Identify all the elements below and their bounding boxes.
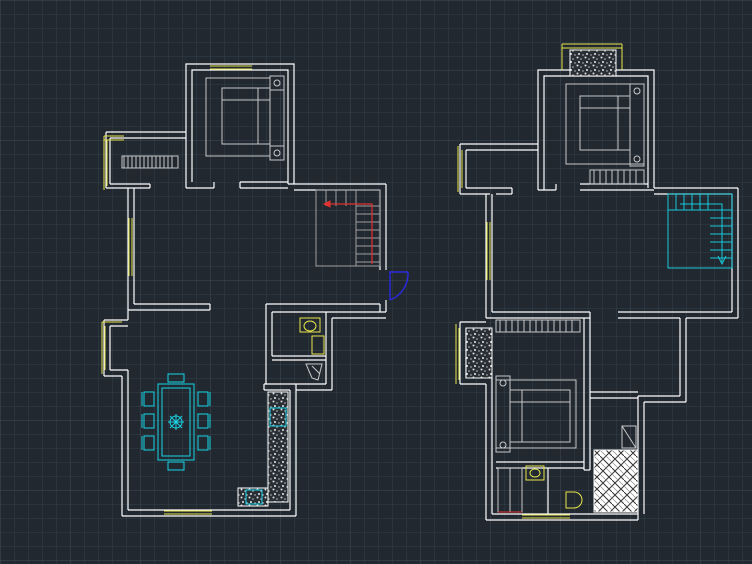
bed-icon <box>565 83 645 185</box>
upper-floor-plan <box>455 43 739 521</box>
bed-icon <box>205 75 285 161</box>
shower-area <box>497 467 523 513</box>
ground-floor-plan <box>101 63 409 517</box>
toilet-icon <box>565 491 583 509</box>
sink-icon <box>525 465 545 481</box>
parquet-floor <box>593 425 639 513</box>
windows-upper <box>455 43 623 519</box>
toilet-icon <box>299 317 325 355</box>
door-swing-icon <box>389 271 409 301</box>
planter-icon <box>465 49 617 379</box>
staircase-icon <box>667 193 733 269</box>
bed-icon <box>495 375 577 453</box>
dining-table-icon <box>141 373 211 471</box>
windows-ground <box>101 65 252 515</box>
sink-icon <box>305 363 323 381</box>
planter-icon <box>237 391 289 507</box>
staircase-icon <box>315 189 381 267</box>
wardrobe-icon <box>495 319 581 333</box>
wardrobe-icon <box>121 155 179 169</box>
